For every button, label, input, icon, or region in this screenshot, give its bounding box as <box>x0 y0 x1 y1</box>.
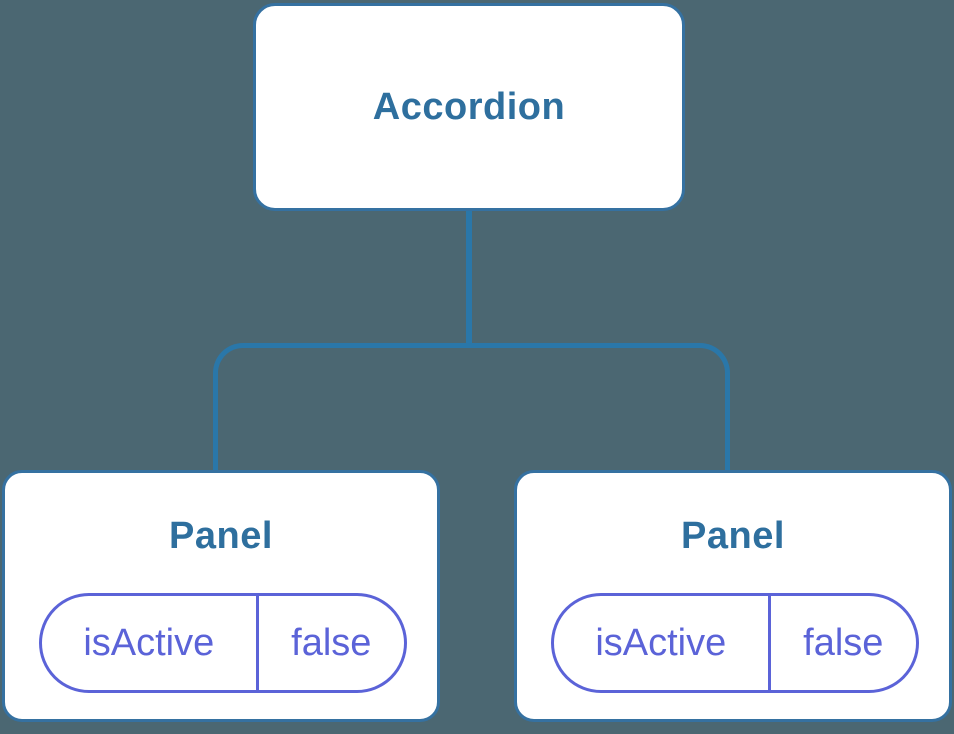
state-pill-left: isActive false <box>39 593 407 693</box>
accordion-node-label: Accordion <box>372 85 566 128</box>
connector-bracket <box>213 343 730 470</box>
panel-right-label: Panel <box>681 515 785 557</box>
state-pill-right: isActive false <box>551 593 919 693</box>
state-value-label: false <box>767 596 916 690</box>
accordion-node: Accordion <box>253 3 685 211</box>
state-key-label: isActive <box>595 621 727 664</box>
state-key-label: isActive <box>83 621 215 664</box>
panel-node-left: Panel isActive false <box>2 470 440 722</box>
state-value-label: false <box>255 596 404 690</box>
panel-node-right: Panel isActive false <box>514 470 952 722</box>
connector-stem <box>466 211 472 346</box>
panel-left-label: Panel <box>169 515 273 557</box>
